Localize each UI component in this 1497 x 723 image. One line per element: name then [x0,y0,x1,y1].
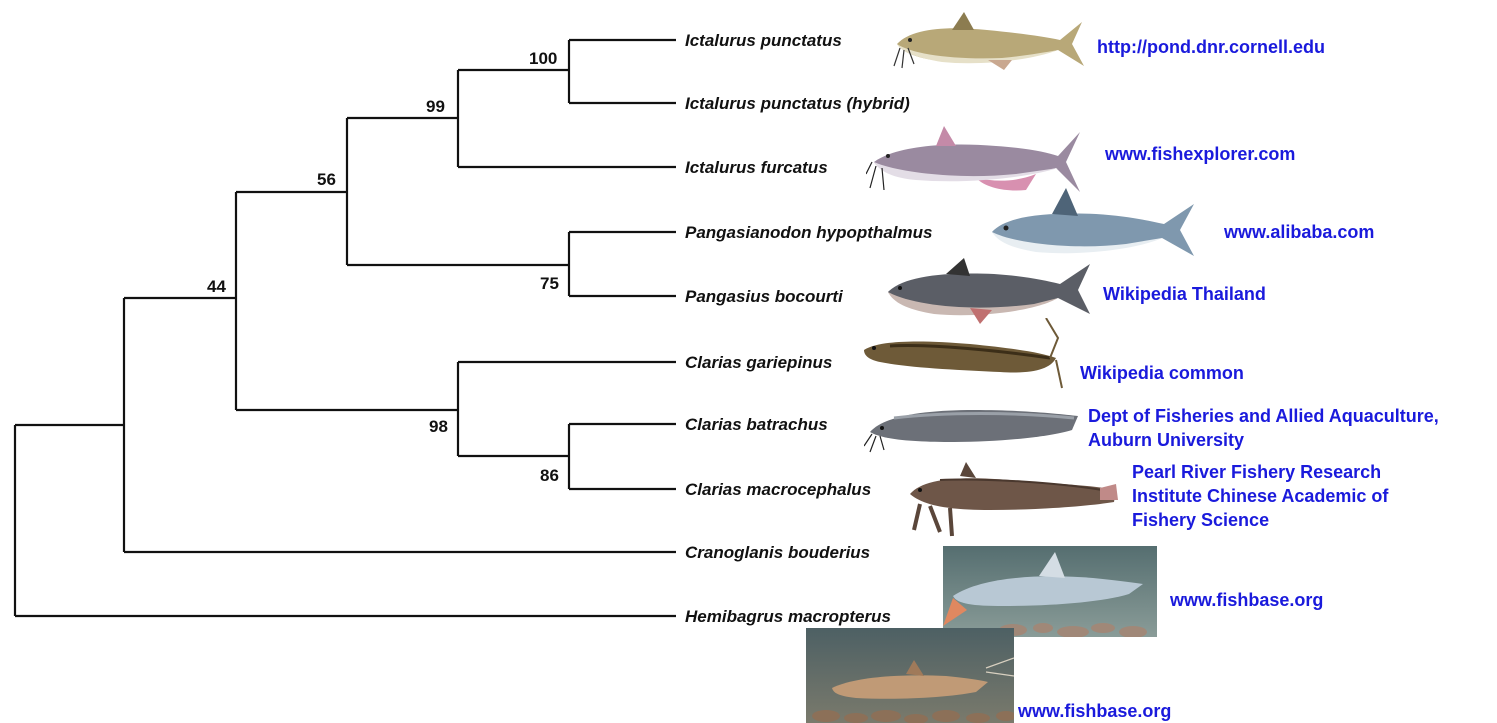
taxon-label: Hemibagrus macropterus [685,607,891,626]
support-value: 86 [540,466,559,485]
support-value: 56 [317,170,336,189]
taxon-label: Ictalurus punctatus [685,31,842,50]
caption-line: Wikipedia common [1080,361,1244,385]
caption-line: www.fishbase.org [1018,699,1171,723]
caption-line: http://pond.dnr.cornell.edu [1097,35,1325,59]
image-source-caption: Pearl River Fishery Research Institute C… [1132,460,1388,532]
caption-line: Dept of Fisheries and Allied Aquaculture… [1088,404,1439,428]
caption-line: www.fishbase.org [1170,588,1323,612]
hemibagrus-photo [806,628,1014,723]
caption-line: Institute Chinese Academic of [1132,484,1388,508]
image-source-caption: Wikipedia Thailand [1103,282,1266,306]
caption-line: www.alibaba.com [1224,220,1374,244]
support-value: 100 [529,49,557,68]
support-value: 98 [429,417,448,436]
taxon-label: Cranoglanis bouderius [685,543,870,562]
caption-line: Pearl River Fishery Research [1132,460,1388,484]
taxon-label: Clarias gariepinus [685,353,832,372]
image-source-caption: http://pond.dnr.cornell.edu [1097,35,1325,59]
taxon-label: Pangasius bocourti [685,287,844,306]
caption-line: Wikipedia Thailand [1103,282,1266,306]
striped-catfish-image [986,186,1198,266]
support-value: 44 [207,277,226,296]
image-source-caption: www.alibaba.com [1224,220,1374,244]
caption-line: Auburn University [1088,428,1439,452]
image-source-caption: Wikipedia common [1080,361,1244,385]
image-source-caption: www.fishbase.org [1018,699,1171,723]
tree-branches [15,40,676,616]
caption-line: www.fishexplorer.com [1105,142,1295,166]
image-source-caption: Dept of Fisheries and Allied Aquaculture… [1088,404,1439,452]
caption-line: Fishery Science [1132,508,1388,532]
image-source-caption: www.fishbase.org [1170,588,1323,612]
taxon-label: Ictalurus furcatus [685,158,828,177]
image-source-caption: www.fishexplorer.com [1105,142,1295,166]
walking-catfish-image [864,396,1086,456]
support-value: 99 [426,97,445,116]
support-value: 75 [540,274,559,293]
taxon-label: Clarias macrocephalus [685,480,871,499]
cranoglanis-photo [943,546,1157,637]
african-catfish-image [860,318,1068,396]
taxon-label: Pangasianodon hypopthalmus [685,223,932,242]
channel-catfish-image [892,8,1087,74]
bighead-catfish-image [900,460,1122,540]
taxon-label: Clarias batrachus [685,415,828,434]
taxon-label: Ictalurus punctatus (hybrid) [685,94,910,113]
